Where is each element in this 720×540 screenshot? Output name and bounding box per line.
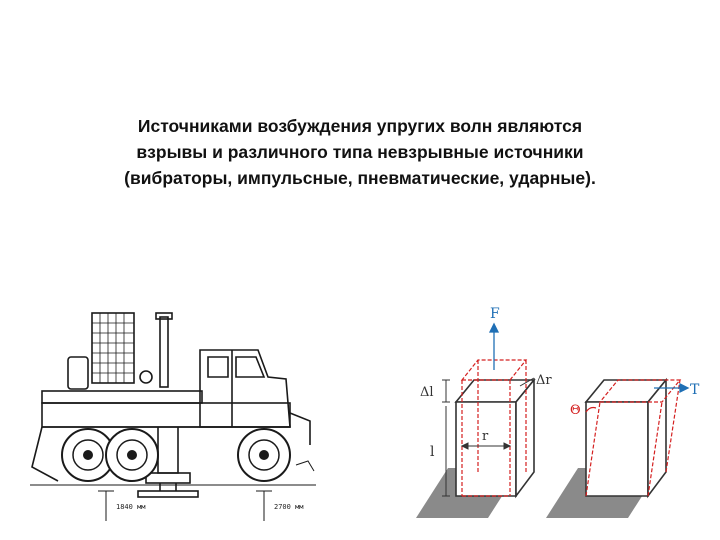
text-line-2: взрывы и различного типа невзрывные исто… xyxy=(136,142,584,162)
torque-arrow xyxy=(654,382,690,394)
force-arrow xyxy=(488,322,500,370)
truck-cab xyxy=(199,349,291,428)
engine-block xyxy=(91,312,135,384)
text-line-1: Источниками возбуждения упругих волн явл… xyxy=(137,116,583,136)
right-dimension-label: 2700 мм xyxy=(274,503,304,511)
length-label: l xyxy=(430,444,435,460)
angle-label: Θ xyxy=(570,403,581,418)
delta-l-label: Δl xyxy=(420,385,434,400)
vibrator-plate xyxy=(145,472,191,484)
left-dimension-label: 1840 мм xyxy=(116,503,146,511)
block-left xyxy=(454,377,536,499)
delta-r-label: Δr xyxy=(536,373,552,388)
truck-wheels xyxy=(61,428,291,482)
block-left-deformed xyxy=(460,359,528,497)
deformation-diagram: F Δl l r Δr xyxy=(416,306,700,518)
block-right-sheared xyxy=(585,379,682,497)
exhaust-pipe xyxy=(159,316,169,388)
torque-label: T xyxy=(690,382,700,398)
slide-text: Источниками возбуждения упругих волн явл… xyxy=(60,113,660,191)
text-line-3: (вибраторы, импульсные, пневматические, … xyxy=(124,168,596,188)
force-label: F xyxy=(490,306,500,322)
vibrator-truck-drawing: 1840 мм 2700 мм xyxy=(30,312,316,521)
radius-label: r xyxy=(482,429,489,444)
block-right xyxy=(584,377,668,499)
